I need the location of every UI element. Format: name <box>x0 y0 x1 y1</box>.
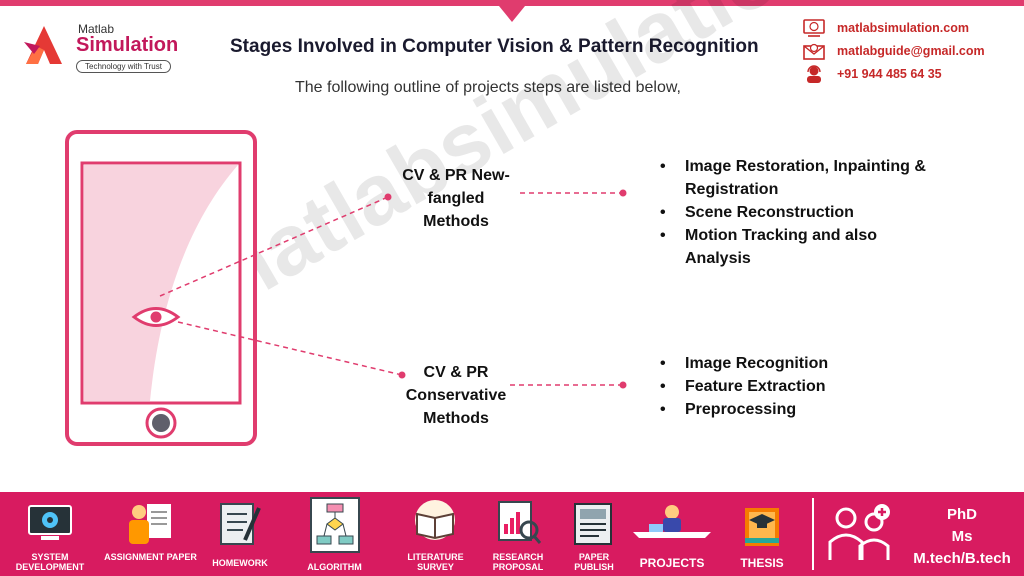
email-icon <box>801 41 827 61</box>
nav-label: PROJECTS <box>639 556 705 570</box>
nav-assignment-paper[interactable]: ASSIGNMENT PAPER <box>103 492 198 576</box>
page-subtitle: The following outline of projects steps … <box>295 79 681 96</box>
nav-label: RESEARCH PROPOSAL <box>492 552 544 572</box>
connector-dots <box>384 189 627 389</box>
new-methods-label-line: CV & PR New- <box>402 167 510 184</box>
nav-label: PAPER PUBLISH <box>574 552 614 572</box>
new-methods-list: Image Restoration, Inpainting & Registra… <box>658 155 938 270</box>
page-title: Stages Involved in Computer Vision & Pat… <box>230 36 759 57</box>
nav-label: SYSTEM DEVELOPMENT <box>15 552 85 572</box>
person-desk-icon <box>633 505 711 538</box>
new-methods-label-line: Methods <box>423 213 489 230</box>
monitor-gear-icon <box>28 505 72 540</box>
degree-phd: PhD <box>947 506 977 523</box>
nav-label: ASSIGNMENT PAPER <box>104 552 197 562</box>
degree-list[interactable]: PhD Ms M.tech/B.tech <box>900 504 1024 570</box>
connector-lines <box>159 192 623 386</box>
nav-research-proposal[interactable]: RESEARCH PROPOSAL <box>482 492 554 576</box>
contact-website[interactable]: matlabsimulation.com <box>801 16 1016 39</box>
degree-ms: Ms <box>951 528 973 545</box>
person-document-icon <box>129 504 171 544</box>
degree-mtech-btech: M.tech/B.tech <box>913 550 1011 567</box>
conservative-methods-label-line: Methods <box>423 410 489 427</box>
conservative-methods-label-line: Conservative <box>405 387 507 404</box>
list-item: Scene Reconstruction <box>658 201 938 224</box>
notebook-pen-icon <box>220 503 261 545</box>
nav-label: ALGORITHM <box>307 562 362 572</box>
nav-label: LITERATURE SURVEY <box>407 552 464 572</box>
open-book-icon <box>415 500 455 540</box>
nav-homework[interactable]: HOMEWORK <box>200 492 280 576</box>
nav-divider <box>812 498 814 570</box>
brand-logo[interactable]: Matlab Simulation Technology with Trust <box>20 22 190 74</box>
list-item: Image Restoration, Inpainting & Registra… <box>658 155 938 201</box>
list-item: Image Recognition <box>658 352 918 375</box>
top-accent-notch <box>499 6 525 22</box>
globe-icon <box>801 18 827 37</box>
conservative-methods-list: Image Recognition Feature Extraction Pre… <box>658 352 918 421</box>
nav-paper-publish[interactable]: PAPER PUBLISH <box>560 492 628 576</box>
diagram-graphic <box>65 130 627 446</box>
logo-tagline: Technology with Trust <box>76 60 171 73</box>
contact-email-text: matlabguide@gmail.com <box>837 43 985 58</box>
nav-thesis[interactable]: THESIS <box>722 492 802 576</box>
contact-block: matlabsimulation.com matlabguide@gmail.c… <box>801 16 1016 85</box>
flowchart-icon <box>310 497 360 553</box>
nav-algorithm[interactable]: ALGORITHM <box>292 492 377 576</box>
new-methods-label-line: fangled <box>427 190 485 207</box>
conservative-methods-label-line: CV & PR <box>423 364 489 381</box>
headset-person-icon <box>801 64 827 84</box>
graduation-book-icon <box>745 508 779 546</box>
nav-system-development[interactable]: SYSTEM DEVELOPMENT <box>0 492 100 576</box>
list-item: Motion Tracking and also Analysis <box>658 224 900 270</box>
logo-top-text: Matlab <box>78 22 115 36</box>
contact-phone-text: +91 944 485 64 35 <box>837 66 942 81</box>
nav-projects[interactable]: PROJECTS <box>627 492 717 576</box>
top-accent-bar <box>0 0 1024 6</box>
bottom-service-bar: SYSTEM DEVELOPMENT ASSIGNMENT PAPER HOME… <box>0 492 1024 576</box>
conservative-methods-node: CV & PR Conservative Methods <box>396 361 516 430</box>
contact-website-text: matlabsimulation.com <box>837 20 969 35</box>
logo-mark-icon <box>24 26 62 64</box>
nav-label: HOMEWORK <box>212 558 268 568</box>
list-item: Preprocessing <box>658 398 918 421</box>
chart-magnifier-icon <box>498 501 542 544</box>
eye-icon <box>131 307 181 327</box>
tablet-icon <box>65 130 257 446</box>
doctor-group-icon <box>828 504 890 560</box>
nav-label: THESIS <box>740 556 784 570</box>
contact-email[interactable]: matlabguide@gmail.com <box>801 39 1016 62</box>
new-methods-node: CV & PR New- fangled Methods <box>396 164 516 233</box>
newspaper-icon <box>574 503 612 545</box>
logo-name: Simulation <box>76 34 179 56</box>
nav-literature-survey[interactable]: LITERATURE SURVEY <box>388 492 483 576</box>
contact-phone[interactable]: +91 944 485 64 35 <box>801 62 1016 85</box>
list-item: Feature Extraction <box>658 375 918 398</box>
